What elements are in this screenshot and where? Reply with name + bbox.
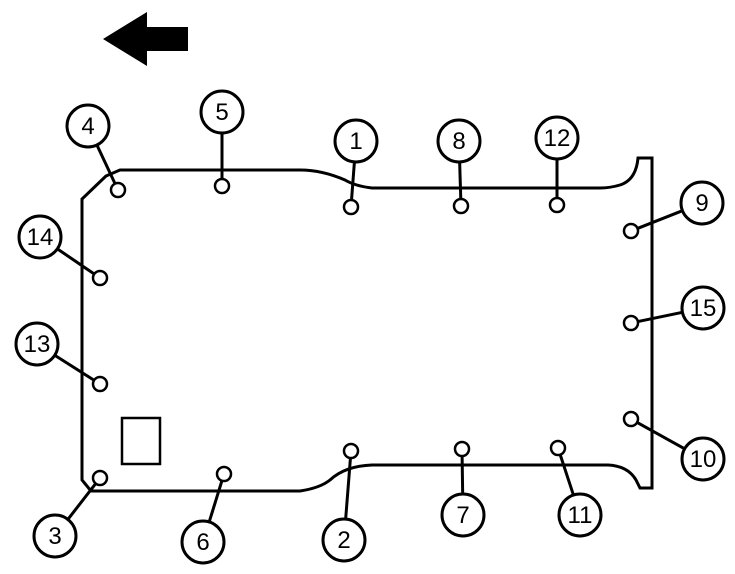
bolt-hole-6 bbox=[215, 465, 233, 483]
callout-number: 14 bbox=[27, 224, 54, 251]
callout-number: 6 bbox=[196, 529, 209, 556]
bolt-hole-10 bbox=[622, 410, 640, 428]
bolt-callout-2: 2 bbox=[321, 517, 367, 563]
callout-circle bbox=[321, 517, 367, 563]
callout-number: 9 bbox=[695, 190, 708, 217]
callout-circle bbox=[436, 118, 482, 164]
bolt-hole-4 bbox=[109, 181, 127, 199]
callout-circle bbox=[17, 214, 63, 260]
callout-circle bbox=[180, 519, 226, 565]
callout-number: 13 bbox=[24, 331, 51, 358]
bolt-hole-14 bbox=[91, 269, 109, 287]
rectangular-marker bbox=[120, 416, 162, 466]
bolt-holes bbox=[91, 177, 640, 487]
bolt-hole-8 bbox=[452, 197, 470, 215]
callout-number: 4 bbox=[81, 113, 94, 140]
bolt-hole-12 bbox=[548, 196, 566, 214]
bolt-callout-7: 7 bbox=[440, 492, 486, 538]
leader-line-10 bbox=[636, 421, 686, 451]
leader-lines bbox=[53, 133, 686, 523]
bolt-callout-4: 4 bbox=[65, 103, 111, 149]
bolt-hole-5 bbox=[213, 177, 231, 195]
leader-line-11 bbox=[558, 454, 575, 496]
callout-number: 15 bbox=[690, 295, 717, 322]
bolt-hole-15 bbox=[622, 314, 640, 332]
bolt-hole-11 bbox=[549, 439, 567, 457]
bolt-callout-9: 9 bbox=[679, 180, 725, 226]
left-arrow-icon bbox=[103, 12, 188, 66]
callout-circle bbox=[65, 103, 111, 149]
callout-number: 1 bbox=[349, 128, 362, 155]
leader-line-13 bbox=[53, 353, 95, 382]
callout-circle bbox=[199, 89, 245, 135]
bolt-hole-7 bbox=[453, 440, 471, 458]
bolt-callout-14: 14 bbox=[17, 214, 63, 260]
callout-circle bbox=[534, 115, 580, 161]
callout-circle bbox=[440, 492, 486, 538]
callout-circle bbox=[333, 118, 379, 164]
leader-line-4 bbox=[95, 144, 117, 185]
bolt-hole-1 bbox=[342, 198, 360, 216]
bolt-hole-13 bbox=[91, 375, 109, 393]
bolt-hole-3 bbox=[91, 469, 109, 487]
bolt-callout-5: 5 bbox=[199, 89, 245, 135]
leader-line-14 bbox=[56, 247, 96, 276]
bolt-callout-11: 11 bbox=[557, 492, 603, 538]
leader-line-8 bbox=[458, 161, 463, 200]
callout-circle bbox=[680, 285, 726, 331]
leader-line-15 bbox=[637, 310, 683, 324]
bolt-callout-10: 10 bbox=[680, 436, 726, 482]
callout-number: 5 bbox=[215, 99, 228, 126]
bolt-callout-13: 13 bbox=[14, 321, 60, 367]
callout-circle bbox=[14, 321, 60, 367]
bolt-hole-2 bbox=[342, 442, 360, 460]
bolt-callout-8: 8 bbox=[436, 118, 482, 164]
callout-number: 2 bbox=[337, 527, 350, 554]
callout-number: 11 bbox=[568, 502, 593, 529]
bolt-callout-3: 3 bbox=[32, 513, 78, 559]
leader-line-1 bbox=[350, 161, 356, 201]
callout-circle bbox=[557, 492, 603, 538]
callout-number: 7 bbox=[456, 502, 469, 529]
callout-number: 8 bbox=[452, 128, 465, 155]
bolt-callout-12: 12 bbox=[534, 115, 580, 161]
callout-number: 12 bbox=[544, 125, 571, 152]
bolt-callout-1: 1 bbox=[333, 118, 379, 164]
leader-line-6 bbox=[207, 480, 224, 523]
callout-number: 3 bbox=[48, 523, 61, 550]
bolt-callout-6: 6 bbox=[180, 519, 226, 565]
callout-circle bbox=[680, 436, 726, 482]
leader-line-3 bbox=[66, 482, 97, 521]
callout-circle bbox=[679, 180, 725, 226]
leader-line-7 bbox=[460, 455, 465, 495]
callout-number: 10 bbox=[690, 446, 717, 473]
callout-circle bbox=[32, 513, 78, 559]
bolt-hole-9 bbox=[622, 222, 640, 240]
bolt-callout-15: 15 bbox=[680, 285, 726, 331]
gasket-outline bbox=[80, 156, 654, 493]
leader-line-9 bbox=[636, 209, 684, 230]
leader-line-2 bbox=[344, 457, 352, 520]
